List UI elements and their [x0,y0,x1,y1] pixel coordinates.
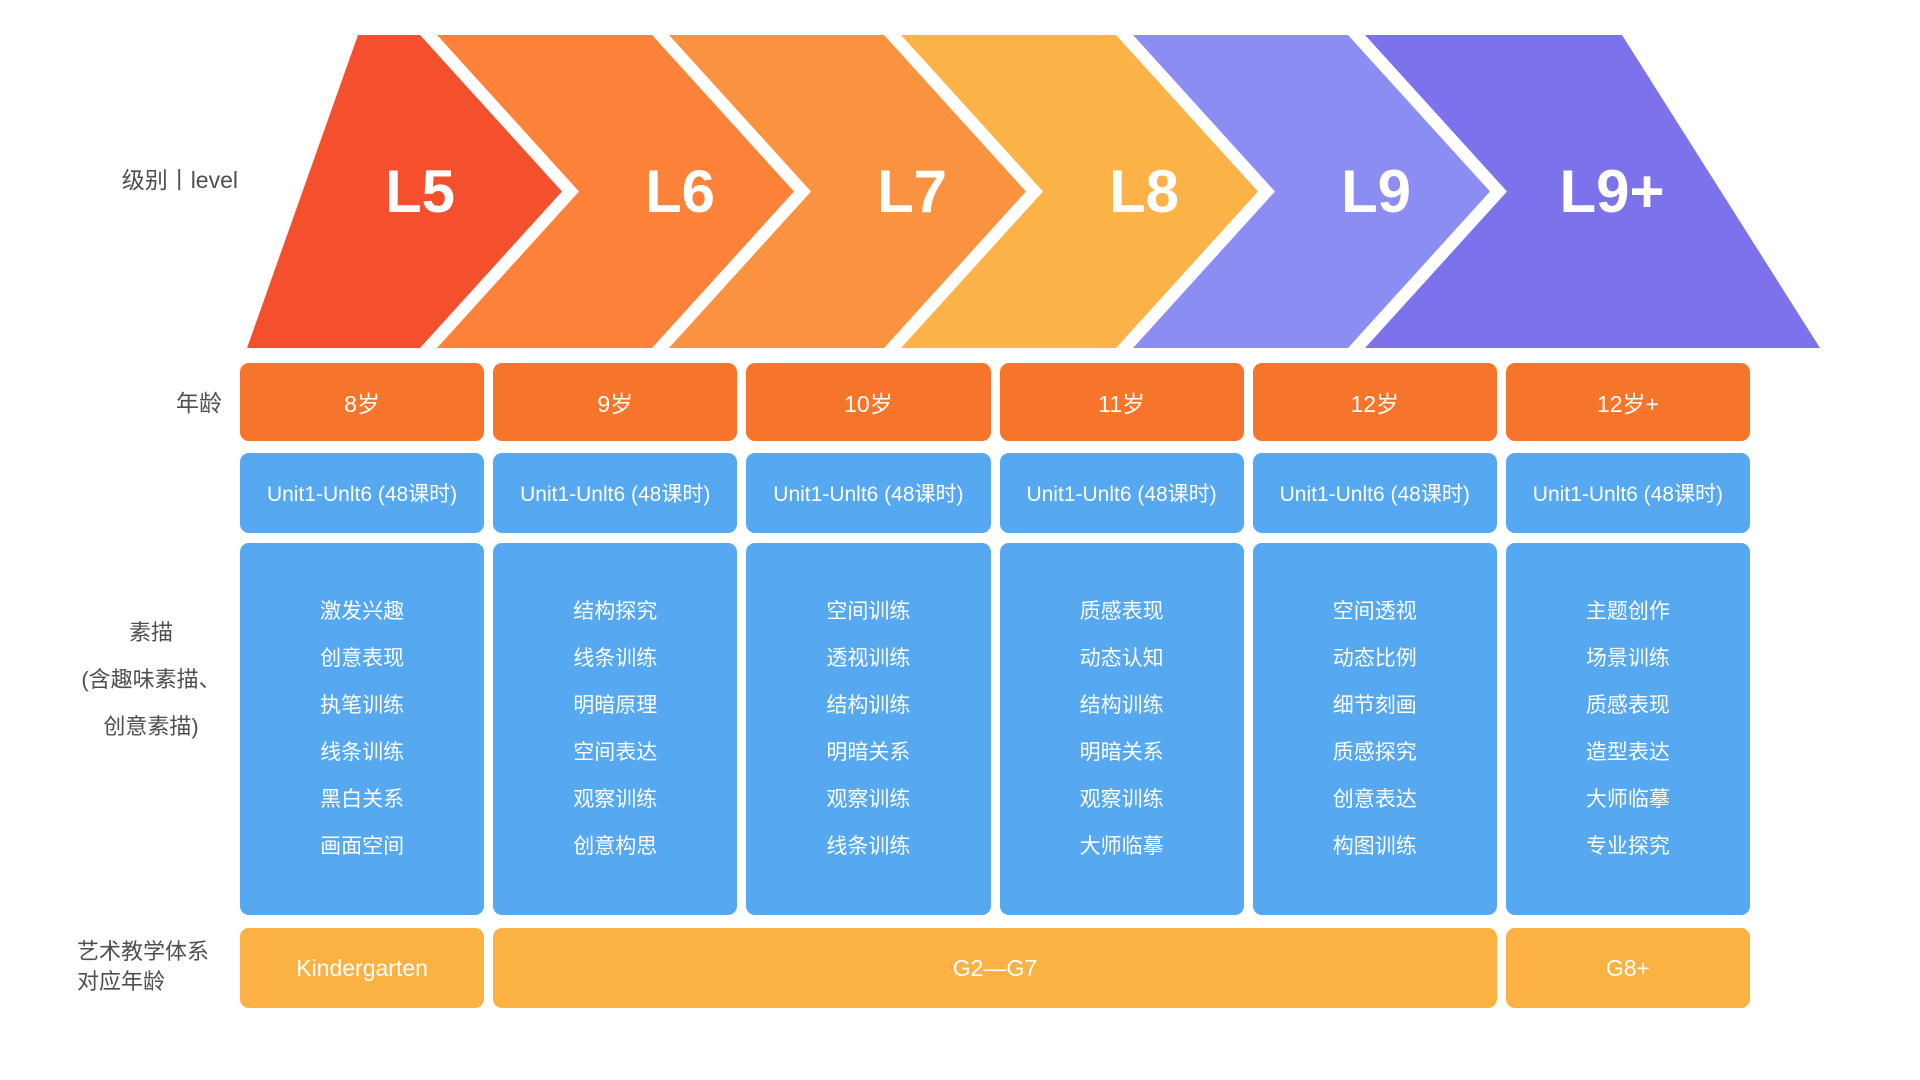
level-arrow-l6 [437,35,794,348]
sketch-content-item: 空间表达 [573,741,658,764]
sketch-content-item: 画面空间 [320,835,405,858]
sketch-row-label-line: 素描 [128,620,173,645]
school-grade-cell: G2—G7 [493,928,1497,1008]
sketch-content-item: 明暗关系 [1079,741,1164,764]
level-arrow-l9+ [1365,35,1820,348]
sketch-row-label-line: 创意素描) [103,714,199,739]
sketch-content-cell: 结构探究线条训练明暗原理空间表达观察训练创意构思 [493,543,738,915]
level-label-l8: L8 [1109,158,1179,225]
level-arrow-l5 [247,35,562,348]
sketch-content-item: 动态认知 [1079,647,1164,670]
sketch-row-label: 素描 (含趣味素描、创意素描) [58,609,244,750]
level-label-l6: L6 [645,158,715,225]
level-label-l9+: L9+ [1559,158,1664,225]
sketch-content-item: 执笔训练 [320,694,405,717]
age-cell: 11岁 [999,363,1244,441]
school-row-label-line: 艺术教学体系 [77,939,210,964]
sketch-content-item: 明暗关系 [826,741,911,764]
age-cell: 8岁 [240,363,485,441]
level-label-l5: L5 [385,158,455,225]
level-arrow-band: L5 L6 L7 L8 L9 L9+ [247,35,1820,348]
school-row-label: 艺术教学体系对应年龄 [77,937,277,997]
sketch-content-item: 专业探究 [1585,835,1670,858]
sketch-content-item: 创意表现 [320,647,405,670]
sketch-content-item: 主题创作 [1585,600,1670,623]
sketch-content-item: 质感表现 [1079,600,1164,623]
sketch-content-item: 结构探究 [573,600,658,623]
sketch-content-item: 线条训练 [320,741,405,764]
sketch-content-item: 线条训练 [573,647,658,670]
sketch-content-item: 观察训练 [1079,788,1164,811]
level-row-label: 级别丨level [121,167,238,193]
sketch-row-label-line: (含趣味素描、 [81,667,221,692]
sketch-content-item: 质感探究 [1332,741,1417,764]
level-arrow-l8 [901,35,1258,348]
level-label-l9: L9 [1341,158,1411,225]
sketch-content-item: 创意构思 [573,835,658,858]
sketch-content-item: 透视训练 [826,647,911,670]
unit-cell: Unit1-Unlt6 (48课时) [493,453,738,533]
unit-cell: Unit1-Unlt6 (48课时) [1505,453,1750,533]
sketch-content-item: 观察训练 [826,788,911,811]
age-cell: 10岁 [746,363,991,441]
level-arrow-l9 [1133,35,1490,348]
unit-cell: Unit1-Unlt6 (48课时) [1252,453,1497,533]
sketch-content-item: 黑白关系 [320,788,405,811]
sketch-content-item: 结构训练 [1079,694,1164,717]
sketch-content-item: 创意表达 [1332,788,1417,811]
sketch-content-item: 明暗原理 [573,694,658,717]
sketch-content-item: 质感表现 [1585,694,1670,717]
sketch-content-cell: 空间训练透视训练结构训练明暗关系观察训练线条训练 [746,543,991,915]
sketch-content-item: 空间透视 [1332,600,1417,623]
sketch-content-cell: 主题创作场景训练质感表现造型表达大师临摹专业探究 [1505,543,1750,915]
sketch-content-item: 观察训练 [573,788,658,811]
school-grade-cell: Kindergarten [240,928,485,1008]
sketch-content-cell: 激发兴趣创意表现执笔训练线条训练黑白关系画面空间 [240,543,485,915]
school-grade-cell: G8+ [1505,928,1750,1008]
sketch-content-item: 大师临摹 [1585,788,1670,811]
school-row-label-line: 对应年龄 [77,969,166,994]
sketch-content-item: 结构训练 [826,694,911,717]
sketch-content-item: 细节刻画 [1332,694,1417,717]
sketch-content-item: 大师临摹 [1079,835,1164,858]
sketch-content-cell: 质感表现动态认知结构训练明暗关系观察训练大师临摹 [999,543,1244,915]
sketch-content-item: 线条训练 [826,835,911,858]
age-cell: 12岁+ [1505,363,1750,441]
sketch-content-row: 激发兴趣创意表现执笔训练线条训练黑白关系画面空间结构探究线条训练明暗原理空间表达… [240,543,1750,915]
sketch-content-item: 激发兴趣 [320,600,405,623]
unit-cell: Unit1-Unlt6 (48课时) [746,453,991,533]
sketch-content-item: 场景训练 [1585,647,1670,670]
age-row-label: 年龄 [176,390,222,416]
sketch-content-cell: 空间透视动态比例细节刻画质感探究创意表达构图训练 [1252,543,1497,915]
age-cell: 12岁 [1252,363,1497,441]
sketch-content-item: 造型表达 [1585,741,1670,764]
sketch-content-item: 空间训练 [826,600,911,623]
sketch-content-item: 动态比例 [1332,647,1417,670]
unit-cell: Unit1-Unlt6 (48课时) [240,453,485,533]
level-arrow-l7 [669,35,1026,348]
unit-cell: Unit1-Unlt6 (48课时) [999,453,1244,533]
sketch-content-item: 构图训练 [1332,835,1417,858]
level-label-l7: L7 [877,158,947,225]
unit-row: Unit1-Unlt6 (48课时)Unit1-Unlt6 (48课时)Unit… [240,453,1750,533]
age-cell: 9岁 [493,363,738,441]
